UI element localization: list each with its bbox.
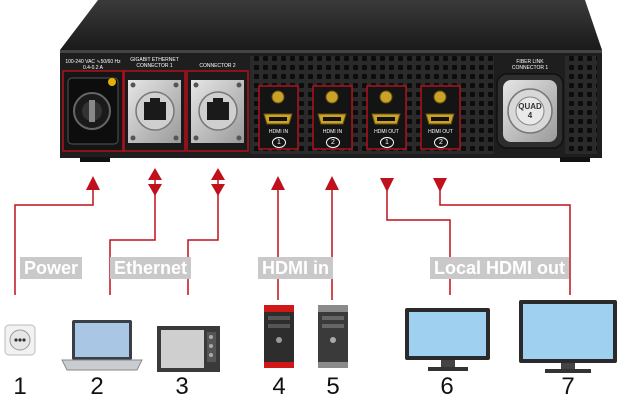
fiber-link-connector xyxy=(496,73,564,149)
power-inlet xyxy=(62,70,124,152)
hdmi-in-2-port xyxy=(312,85,353,150)
monitor-icon xyxy=(405,308,490,371)
group-label-local-hdmi-out: Local HDMI out xyxy=(430,257,569,279)
device-number: 1 xyxy=(13,373,27,400)
device-number: 4 xyxy=(272,373,286,400)
ethernet-connector-2 xyxy=(186,70,249,152)
quad-text: QUAD xyxy=(518,102,542,111)
device-number: 2 xyxy=(90,373,104,400)
arrows xyxy=(86,168,447,196)
gbe-label-line2: CONNECTOR 1 xyxy=(136,63,173,69)
laptop-icon xyxy=(61,320,143,371)
hdmi-port-label: HDMI OUT xyxy=(428,129,453,135)
group-label-power: Power xyxy=(20,257,83,279)
connection-lines xyxy=(14,178,571,300)
group-label-ethernet: Ethernet xyxy=(110,257,192,279)
ethernet-connector-1 xyxy=(123,70,186,152)
hdmi-port-label: HDMI OUT xyxy=(374,129,399,135)
fiber-label-line1: FIBER LINK xyxy=(516,59,544,65)
power-spec-label: 100-240 VAC ∿50/60 Hz 0.4-0.2 A xyxy=(65,59,121,71)
fiber-label-line2: CONNECTOR 1 xyxy=(511,65,549,71)
power-outlet-icon xyxy=(4,324,36,356)
hdmi-port-label: HDMI IN xyxy=(322,129,343,135)
connector-2-label: CONNECTOR 2 xyxy=(199,63,236,69)
group-label-hdmi-in: HDMI in xyxy=(258,257,333,279)
hdmi-port-index: 2 xyxy=(326,137,340,148)
hdmi-port-label: HDMI IN xyxy=(268,129,289,135)
hdmi-port-index: 1 xyxy=(380,137,394,148)
touch-panel-icon xyxy=(157,326,220,372)
hdmi-out-2-port xyxy=(420,85,461,150)
device-number: 6 xyxy=(440,373,454,400)
device-number: 3 xyxy=(175,373,189,400)
device-number: 5 xyxy=(326,373,340,400)
pc-tower-red-icon xyxy=(264,305,294,368)
pc-tower-gray-icon xyxy=(318,305,348,368)
monitor-large-icon xyxy=(519,300,617,373)
device-number: 7 xyxy=(561,373,575,400)
quad-number: 4 xyxy=(527,111,533,120)
hdmi-port-index: 1 xyxy=(272,137,286,148)
gbe-label-line1: GIGABIT ETHERNET xyxy=(130,57,179,63)
hdmi-port-index: 2 xyxy=(434,137,448,148)
